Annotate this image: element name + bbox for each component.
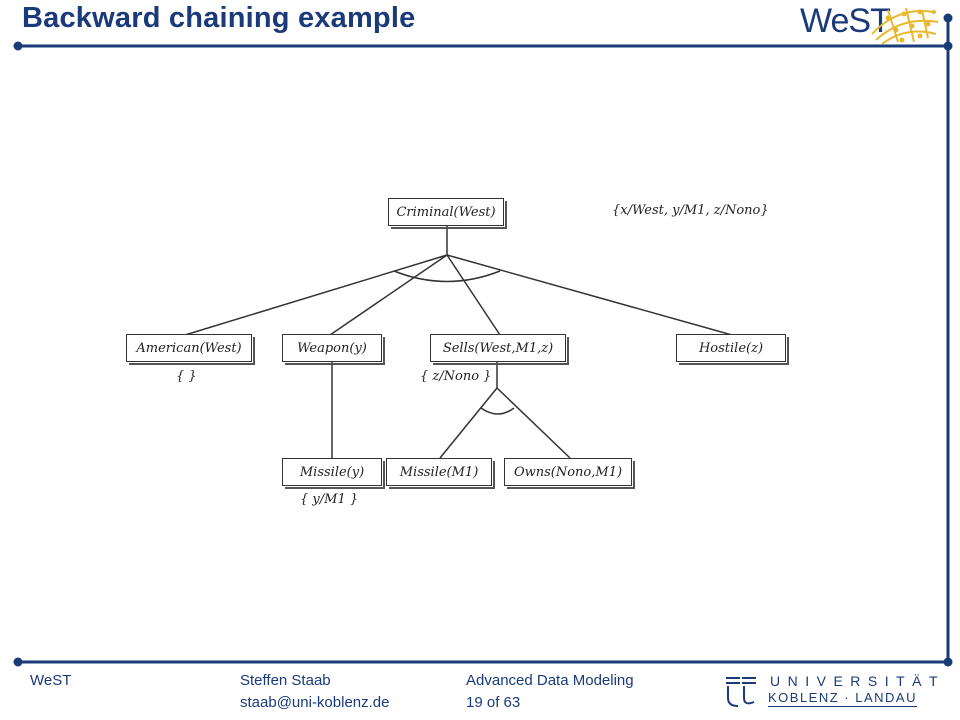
goal-criminal-west: Criminal(West): [388, 198, 507, 229]
goal-missile-y: Missile(y): [282, 458, 385, 489]
root-substitution: {x/West, y/M1, z/Nono}: [612, 203, 769, 218]
footer-author: Steffen Staab: [240, 672, 331, 689]
west-logo-icon: [871, 7, 939, 45]
goal-owns-nono-m1: Owns(Nono,M1): [504, 458, 635, 489]
american-substitution: { }: [176, 369, 197, 384]
west-logo-text: WeST: [800, 2, 891, 40]
university-name: UNIVERSITÄT: [770, 673, 946, 689]
missile-y-substitution: { y/M1 }: [300, 492, 359, 507]
goal-american-west: American(West): [126, 334, 255, 365]
footer-org: WeST: [30, 672, 72, 689]
goal-hostile-z: Hostile(z): [676, 334, 789, 365]
university-campus: KOBLENZ · LANDAU: [768, 690, 917, 707]
goal-sells: Sells(West,M1,z): [430, 334, 569, 365]
goal-missile-m1: Missile(M1): [386, 458, 495, 489]
sells-substitution: { z/Nono }: [420, 369, 492, 384]
footer-email: staab@uni-koblenz.de: [240, 694, 390, 711]
slide-title: Backward chaining example: [22, 2, 416, 34]
university-logo-icon: [726, 677, 756, 707]
goal-weapon-y: Weapon(y): [282, 334, 385, 365]
footer-course: Advanced Data Modeling: [466, 672, 634, 689]
footer-page-number: 19 of 63: [466, 694, 521, 711]
